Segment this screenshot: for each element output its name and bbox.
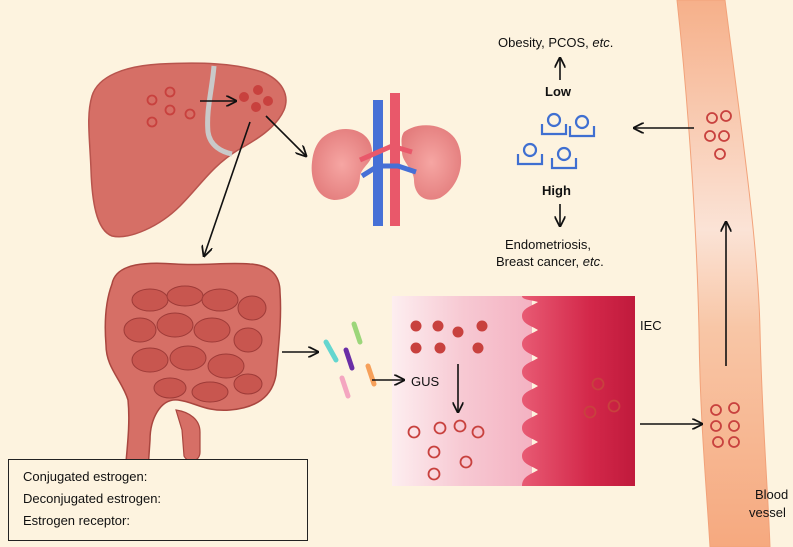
aorta [390, 93, 400, 226]
endometriosis-label: Endometriosis, [505, 237, 591, 252]
gut-bacteria [323, 321, 377, 399]
legend-receptor: Estrogen receptor: [23, 513, 130, 528]
left-kidney [311, 128, 373, 200]
renal-vein [373, 100, 383, 226]
breast-cancer-label: Breast cancer, etc. [496, 254, 604, 269]
blood-label: Blood [755, 487, 789, 502]
large-intestine [104, 262, 282, 482]
vessel-label: vessel [749, 505, 786, 520]
legend-deconjugated: Deconjugated estrogen: [23, 491, 162, 506]
low-label: Low [545, 84, 571, 99]
iec-label: IEC [640, 318, 662, 333]
right-kidney [401, 125, 462, 200]
liver-ligament [205, 65, 233, 157]
legend-box: Conjugated estrogen: Deconjugated estrog… [8, 459, 308, 541]
intestinal-epithelium [522, 296, 635, 486]
high-label: High [542, 183, 571, 198]
blood-vessel [676, 0, 771, 547]
renal-vessel-blue [360, 163, 417, 179]
flow-arrows [200, 58, 726, 424]
small-intestine-loops [123, 285, 267, 403]
estrogen-receptors [516, 112, 596, 170]
renal-vessel-red [358, 143, 413, 163]
rectum [175, 409, 201, 462]
gus-label: GUS [411, 374, 440, 389]
obesity-label: Obesity, PCOS, etc. [498, 35, 614, 50]
legend-conjugated: Conjugated estrogen: [23, 469, 148, 484]
